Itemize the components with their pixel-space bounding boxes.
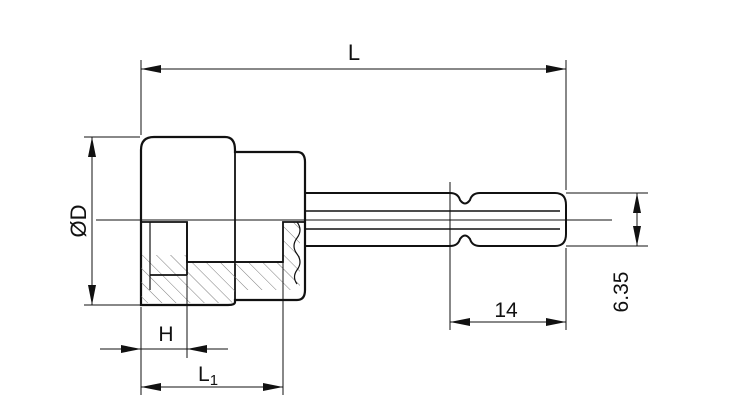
- shank-groove: [449, 192, 567, 247]
- dimension-label-H: H: [158, 323, 173, 346]
- arrow-14-left: [450, 318, 470, 326]
- dimension-hex-length: [449, 182, 567, 330]
- hex-shank: [305, 192, 567, 247]
- arrow-bottom: [88, 285, 96, 305]
- arrow-H-left: [121, 345, 141, 353]
- arrow-L1-left: [141, 383, 161, 391]
- dimension-label-L1: L1: [198, 363, 218, 389]
- dimension-label-D: ØD: [66, 205, 91, 238]
- socket-outline: [139, 135, 307, 307]
- arrow-top: [88, 137, 96, 157]
- dimension-label-14: 14: [494, 299, 518, 322]
- dimension-length-1: [141, 262, 284, 395]
- dimension-socket-depth: [100, 262, 228, 395]
- dimension-overall-length: [140, 60, 567, 190]
- dimension-hex-size: [566, 192, 648, 247]
- break-line: [293, 221, 301, 285]
- arrow-635-top: [633, 193, 641, 213]
- dimension-label-L1-subscript: 1: [210, 372, 218, 389]
- arrow-right: [546, 65, 566, 73]
- dimension-label-635: 6.35: [610, 272, 633, 313]
- dimension-diameter: [84, 136, 140, 306]
- arrow-left: [141, 65, 161, 73]
- dimension-label-L1-base: L: [198, 363, 210, 386]
- dimension-label-L: L: [348, 40, 360, 65]
- arrow-L1-right: [263, 383, 283, 391]
- section-hatch: [141, 221, 305, 303]
- arrow-635-bottom: [633, 226, 641, 246]
- arrow-H-right: [187, 345, 207, 353]
- arrow-14-right: [546, 318, 566, 326]
